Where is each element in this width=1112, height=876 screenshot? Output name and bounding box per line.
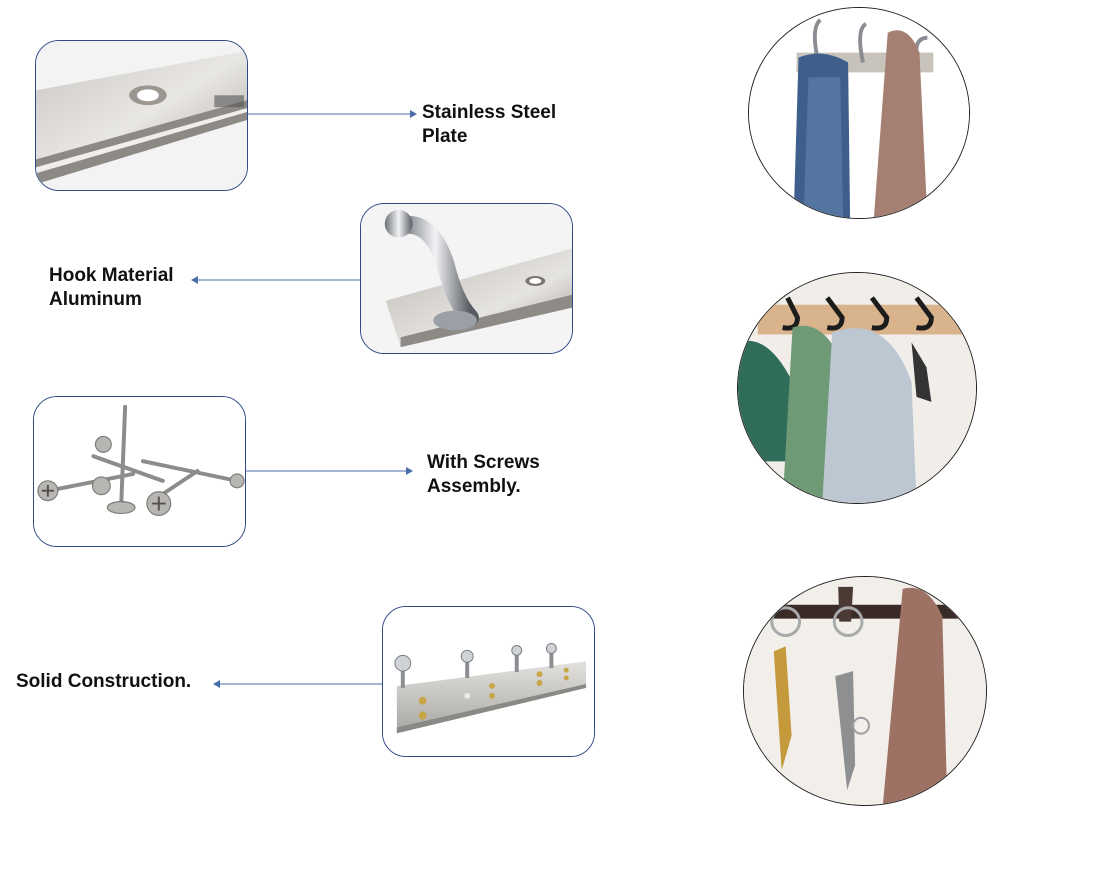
label-line: Aluminum: [49, 289, 142, 310]
label-line: Solid Construction.: [16, 671, 192, 692]
jackets-and-keys-photo: [737, 272, 977, 504]
arrow-to-hook-material-label: [191, 276, 360, 284]
hook-closeup-image: [360, 203, 573, 354]
arrow-to-screws-label: [246, 467, 413, 475]
screws-assembly-label: With Screws Assembly.: [427, 451, 540, 499]
hook-rack-image: [382, 606, 595, 757]
stainless-steel-plate-image: [35, 40, 248, 191]
stainless-steel-plate-label: Stainless Steel Plate: [422, 101, 556, 149]
label-line: Assembly.: [427, 476, 521, 497]
label-line: With Screws: [427, 452, 540, 473]
screws-image: [33, 396, 246, 547]
keys-and-scarf-photo: [743, 576, 987, 806]
label-line: Stainless Steel: [422, 102, 557, 123]
hook-material-label: Hook Material Aluminum: [49, 264, 174, 312]
solid-construction-label: Solid Construction.: [16, 670, 191, 694]
coats-on-rack-photo: [748, 7, 970, 219]
label-line: Plate: [422, 126, 468, 147]
label-line: Hook Material: [49, 265, 174, 286]
arrow-to-solid-construction-label: [213, 680, 383, 688]
arrow-to-stainless-steel-label: [248, 110, 417, 118]
